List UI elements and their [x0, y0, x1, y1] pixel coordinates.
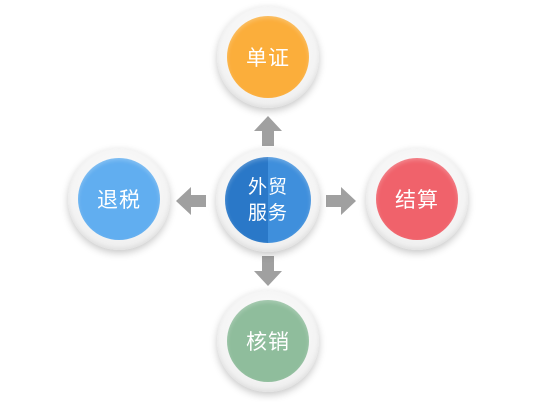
node-top-label: 单证: [227, 16, 309, 98]
node-top: 单证: [217, 6, 319, 108]
arrow-up: [254, 116, 282, 146]
center-label-line1: 外贸: [247, 176, 288, 198]
arrow-down: [254, 256, 282, 286]
node-center-inner: 外贸 服务: [225, 157, 311, 243]
node-left: 退税: [68, 148, 170, 250]
node-left-label: 退税: [78, 158, 160, 240]
node-right: 结算: [366, 148, 468, 250]
node-right-label: 结算: [376, 158, 458, 240]
center-label-line2: 服务: [247, 202, 288, 224]
node-bottom: 核销: [217, 290, 319, 392]
node-bottom-label: 核销: [227, 300, 309, 382]
node-center: 外贸 服务: [216, 148, 320, 252]
arrow-left: [176, 187, 206, 215]
arrow-right: [326, 187, 356, 215]
